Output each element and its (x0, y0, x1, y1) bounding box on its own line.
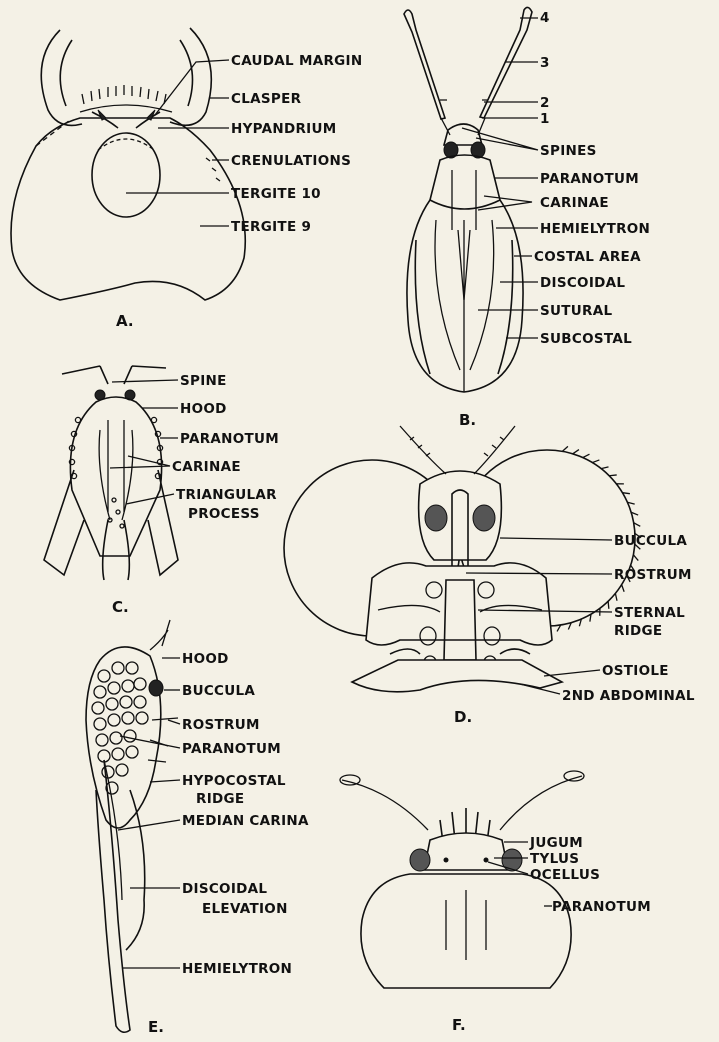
panel-e-drawing (86, 620, 178, 1032)
label-rostrum-e: ROSTRUM (182, 717, 260, 733)
label-carinae-c: CARINAE (172, 459, 241, 475)
label-seg1: 1 (540, 111, 550, 127)
label-crenulations: CRENULATIONS (231, 153, 351, 169)
buccula-leader (500, 538, 612, 540)
label-costal-area: COSTAL AREA (534, 249, 641, 265)
label-discoidal-e: DISCOIDAL (182, 881, 267, 897)
label-caudal-margin: CAUDAL MARGIN (231, 53, 362, 69)
label-sternal: STERNAL (614, 605, 685, 621)
label-abdominal: 2ND ABDOMINAL (562, 688, 695, 704)
panel-a-drawing (11, 28, 245, 300)
panel-letter-a: A. (116, 312, 134, 330)
label-rostrum-d: ROSTRUM (614, 567, 692, 583)
panel-a: CAUDAL MARGIN CLASPER HYPANDRIUM CRENULA… (11, 28, 362, 330)
label-spine: SPINE (180, 373, 227, 389)
label-paranotum-c: PARANOTUM (180, 431, 279, 447)
label-seg4: 4 (540, 10, 550, 26)
label-ridge-d: RIDGE (614, 623, 662, 639)
label-ostiole: OSTIOLE (602, 663, 669, 679)
label-paranotum-e: PARANOTUM (182, 741, 281, 757)
panel-letter-e: E. (148, 1018, 164, 1036)
label-paranotum-b: PARANOTUM (540, 171, 639, 187)
panel-d-drawing (284, 426, 641, 692)
label-hypocostal: HYPOCOSTAL (182, 773, 286, 789)
label-discoidal-b: DISCOIDAL (540, 275, 625, 291)
label-spines: SPINES (540, 143, 597, 159)
label-jugum: JUGUM (529, 835, 583, 851)
label-seg2: 2 (540, 95, 550, 111)
panel-e: HOOD BUCCULA ROSTRUM PARANOTUM HYPOCOSTA… (86, 620, 309, 1036)
label-hypandrium: HYPANDRIUM (231, 121, 337, 137)
label-clasper: CLASPER (231, 91, 302, 107)
panel-d: BUCCULA ROSTRUM STERNAL RIDGE OSTIOLE 2N… (284, 426, 695, 726)
label-subcostal: SUBCOSTAL (540, 331, 632, 347)
label-carinae-b: CARINAE (540, 195, 609, 211)
label-ocellus: OCELLUS (530, 867, 600, 883)
label-triangular: TRIANGULAR (176, 487, 277, 503)
label-hood-e: HOOD (182, 651, 229, 667)
spine-leader (112, 380, 178, 382)
label-tylus: TYLUS (530, 851, 579, 867)
label-tergite10: TERGITE 10 (231, 186, 321, 202)
label-sutural: SUTURAL (540, 303, 612, 319)
median-carina-leader (118, 820, 180, 830)
label-median-carina: MEDIAN CARINA (182, 813, 309, 829)
label-hemielytron-b: HEMIELYTRON (540, 221, 650, 237)
panel-letter-c: C. (112, 598, 129, 616)
label-process: PROCESS (188, 506, 260, 522)
label-paranotum-f: PARANOTUM (552, 899, 651, 915)
panel-letter-f: F. (452, 1016, 466, 1034)
hypocostal-leader (150, 780, 180, 782)
panel-letter-d: D. (454, 708, 472, 726)
label-hemielytron-e: HEMIELYTRON (182, 961, 292, 977)
label-buccula-d: BUCCULA (614, 533, 687, 549)
ostiole-leader (544, 670, 600, 676)
panel-f: JUGUM TYLUS OCELLUS PARANOTUM F. (340, 771, 651, 1034)
rostrum-e-leader (168, 720, 180, 724)
panel-letter-b: B. (459, 411, 476, 429)
label-buccula-e: BUCCULA (182, 683, 255, 699)
label-hood-c: HOOD (180, 401, 227, 417)
panel-c-drawing (44, 366, 178, 580)
triangular-leader (126, 494, 174, 504)
panel-b: 4 3 2 1 SPINES PARANOTUM CARINAE HEMIELY… (404, 7, 650, 429)
label-tergite9: TERGITE 9 (231, 219, 311, 235)
panel-c: SPINE HOOD PARANOTUM CARINAE TRIANGULAR … (44, 366, 279, 616)
label-elevation: ELEVATION (202, 901, 288, 917)
label-seg3: 3 (540, 55, 550, 71)
label-ridge-e: RIDGE (196, 791, 244, 807)
